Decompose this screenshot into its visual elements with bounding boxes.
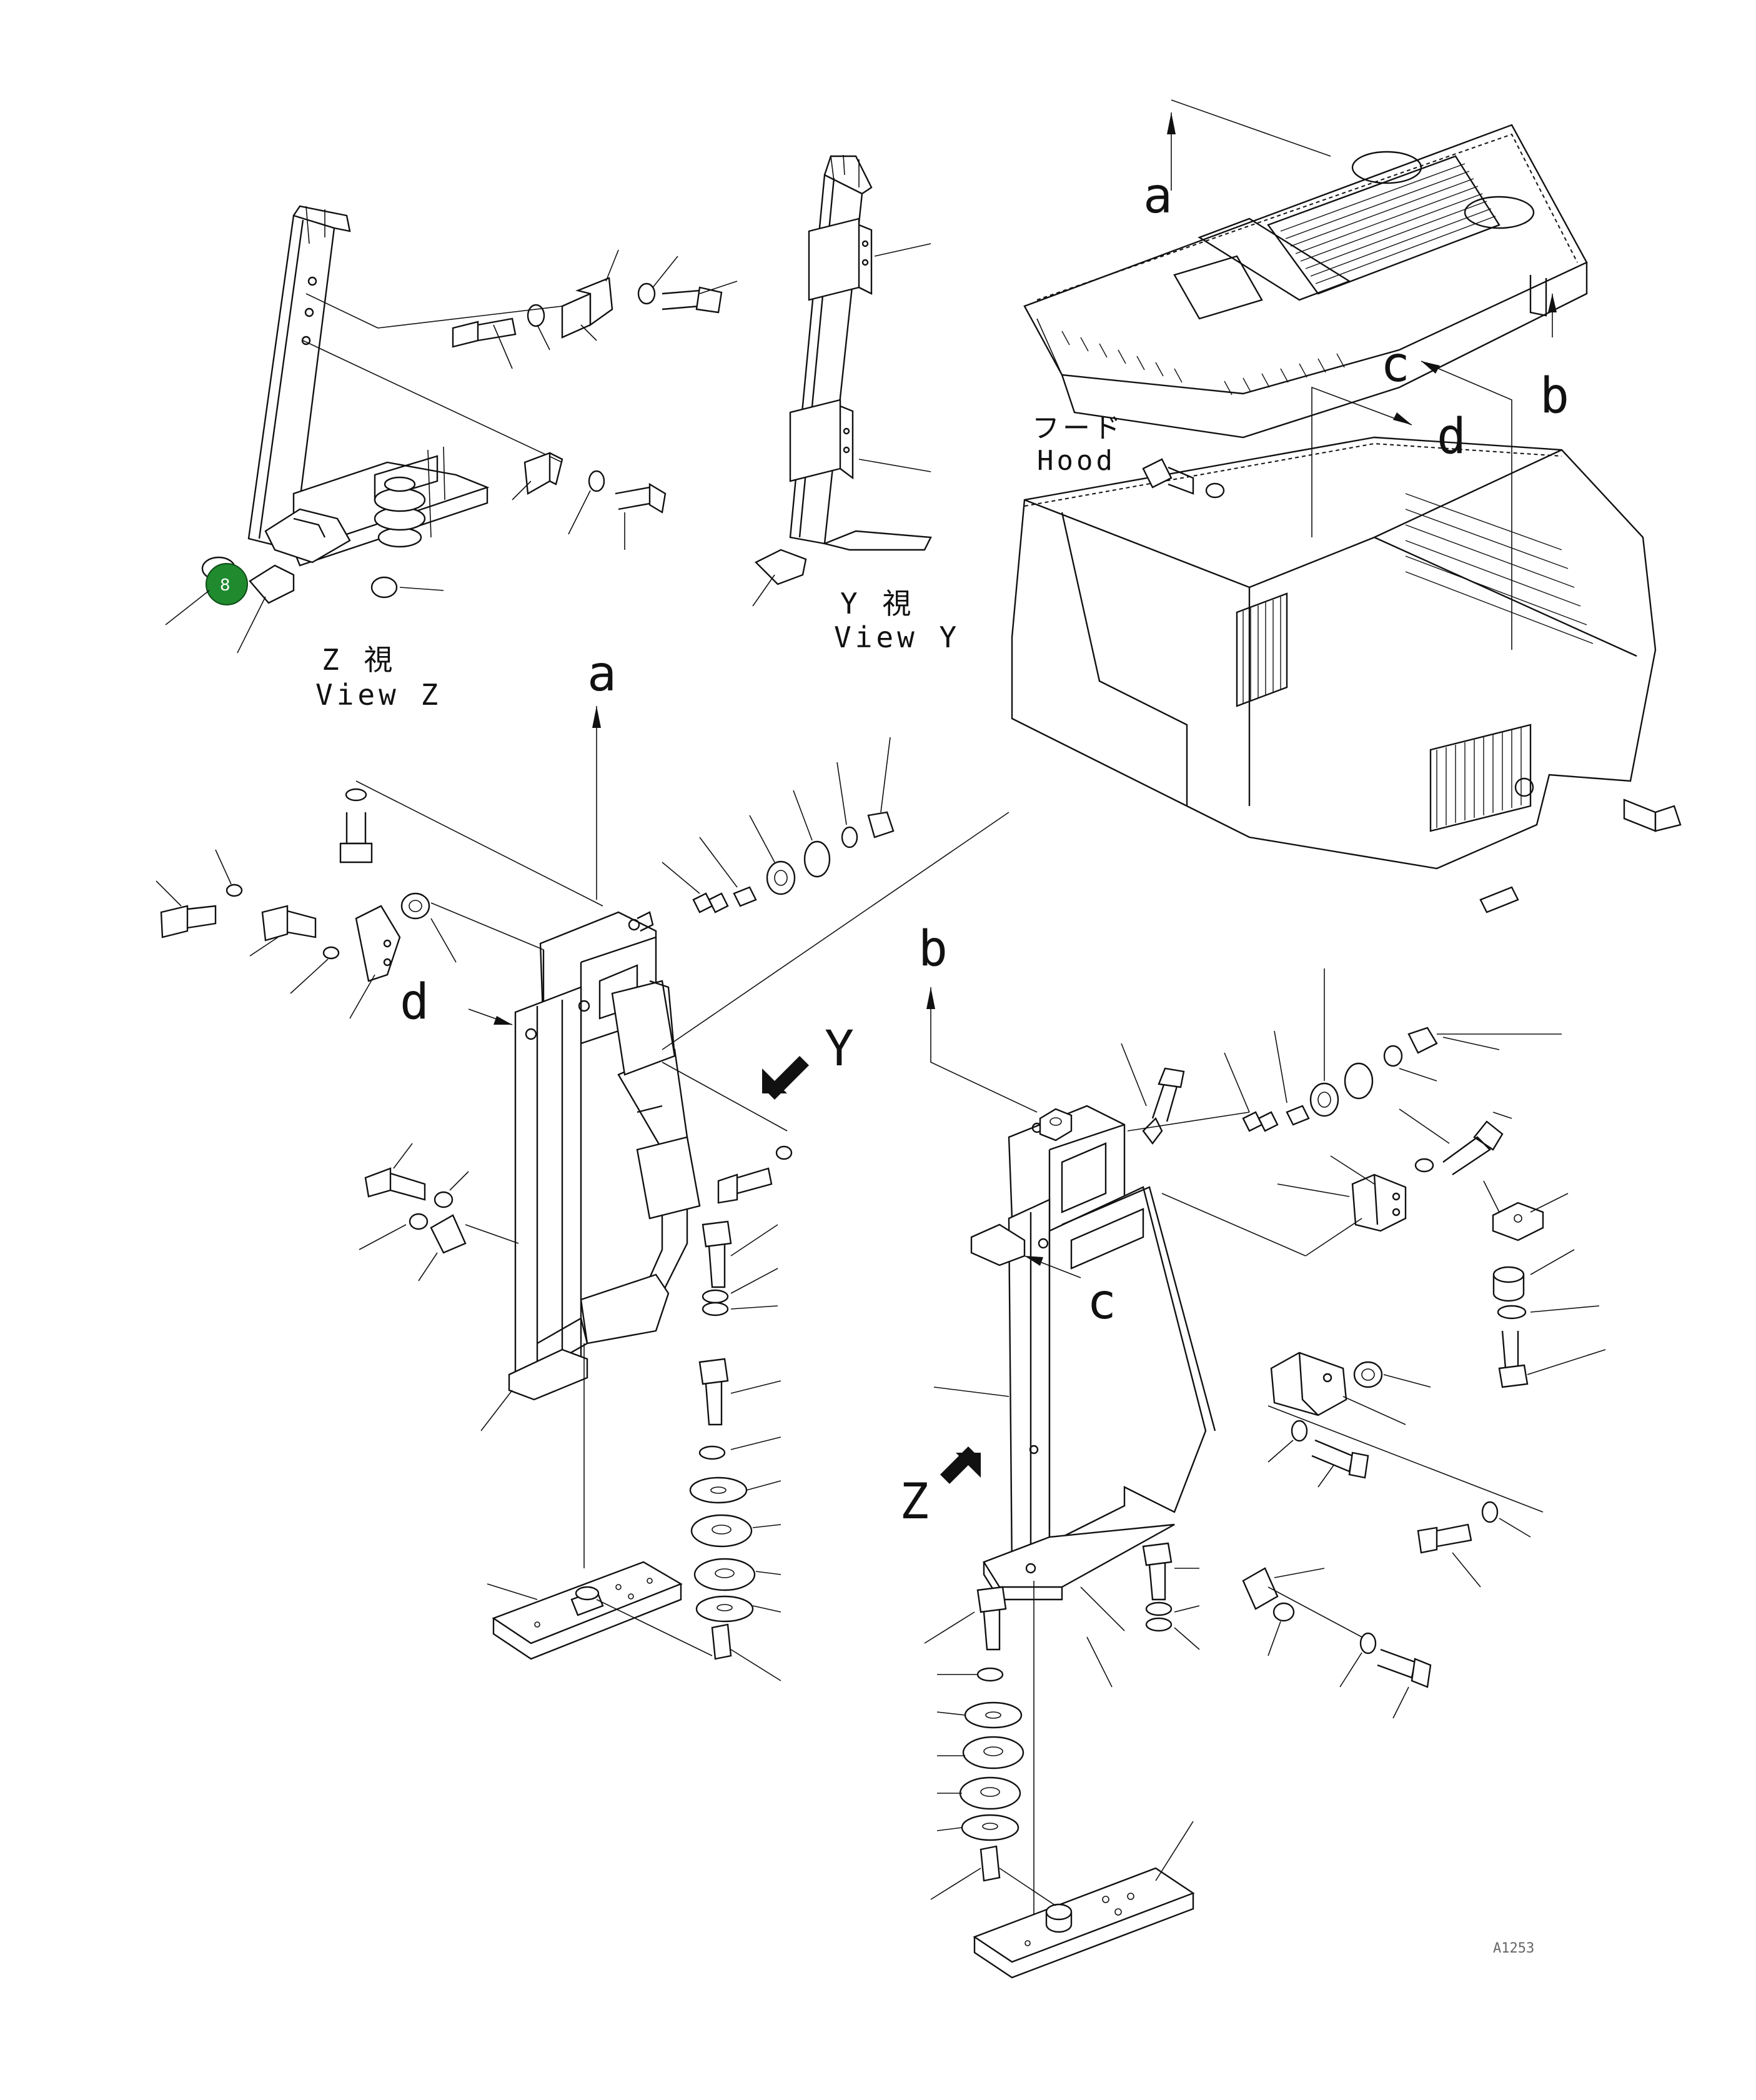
view-z-latch bbox=[249, 508, 351, 604]
right-bolt-upper bbox=[1442, 1120, 1504, 1175]
right-bracket-lower bbox=[1270, 1351, 1347, 1416]
view-y-caption: Y 視 View Y bbox=[834, 587, 960, 654]
hood-assembly bbox=[1011, 124, 1682, 913]
view-y-indicator: Y bbox=[762, 1021, 854, 1100]
view-y-jp: Y 視 bbox=[840, 587, 915, 620]
view-y-latch bbox=[754, 549, 807, 585]
left-clip bbox=[409, 1213, 467, 1254]
right-foot-stack bbox=[1142, 1542, 1173, 1632]
left-top-bolt bbox=[339, 788, 373, 863]
view-z-hinge-bracket bbox=[561, 277, 613, 339]
view-z-jp: Z 視 bbox=[322, 643, 396, 677]
left-stack-bolt bbox=[702, 1220, 732, 1288]
view-z-en: View Z bbox=[315, 678, 442, 712]
label-d-top: d bbox=[1437, 409, 1466, 465]
view-z-mount bbox=[374, 476, 426, 548]
left-frame-hinge-lower bbox=[636, 1136, 701, 1220]
hood-label: フード Hood bbox=[1032, 412, 1124, 477]
left-stack-top bbox=[692, 811, 895, 913]
view-y-detail bbox=[752, 154, 932, 607]
left-mount-stack bbox=[487, 1343, 781, 1681]
label-a-top: a bbox=[1143, 168, 1173, 224]
left-frame-hinge bbox=[611, 980, 676, 1076]
hood-front-bolt bbox=[1142, 458, 1225, 499]
view-y-hinge-lower bbox=[789, 399, 854, 482]
label-z-arrow: Z bbox=[900, 1474, 929, 1530]
ref-arrow-d-mid: d bbox=[400, 974, 513, 1030]
hood-side-louvres bbox=[1405, 493, 1594, 644]
view-z-bolt-right bbox=[662, 286, 723, 314]
view-z-indicator: Z bbox=[900, 1446, 981, 1530]
left-bracket bbox=[355, 905, 401, 982]
view-z-detail: 8 bbox=[165, 205, 738, 654]
right-stack-top bbox=[1242, 1027, 1438, 1132]
drawing-code: A1253 bbox=[1493, 1941, 1534, 1956]
ref-arrow-a-mid: a bbox=[587, 646, 617, 900]
label-y-arrow: Y bbox=[825, 1021, 854, 1077]
right-top-bolt bbox=[1142, 1067, 1185, 1145]
hood-label-en: Hood bbox=[1037, 445, 1116, 477]
ref-arrow-d-top: d bbox=[1311, 386, 1466, 537]
label-d-mid: d bbox=[400, 974, 429, 1030]
view-z-bolt-left bbox=[452, 317, 517, 348]
view-z-clip bbox=[523, 452, 563, 495]
view-y-en: View Y bbox=[834, 620, 960, 654]
label-a-mid: a bbox=[587, 646, 617, 702]
right-support-frame bbox=[970, 1105, 1216, 1601]
hood-inner-grille bbox=[1236, 592, 1288, 707]
label-b-top: b bbox=[1540, 368, 1569, 424]
left-grommet bbox=[400, 892, 430, 920]
ref-arrow-c-top: c bbox=[1381, 337, 1512, 650]
label-c-mid: c bbox=[1087, 1274, 1116, 1330]
hood-side-grille bbox=[1429, 724, 1532, 832]
left-bolt-b bbox=[261, 905, 317, 942]
right-hardware bbox=[1039, 968, 1606, 1719]
right-block bbox=[1492, 1202, 1544, 1242]
right-block-bolt bbox=[1498, 1330, 1529, 1388]
right-mount-stack bbox=[924, 1581, 1195, 1979]
right-hinge-bracket bbox=[1351, 1173, 1407, 1232]
hood-top-grille bbox=[1267, 155, 1501, 295]
label-c-top: c bbox=[1381, 337, 1410, 393]
hood-label-jp: フード bbox=[1032, 412, 1124, 444]
right-bolt-lower bbox=[1417, 1523, 1472, 1554]
right-nut bbox=[1039, 1108, 1073, 1142]
ref-arrow-b-mid: b bbox=[918, 921, 1038, 1113]
view-z-bolt-lower bbox=[615, 482, 667, 514]
left-side-bolt bbox=[717, 1145, 793, 1204]
left-support-frame bbox=[508, 911, 701, 1401]
right-mount-bolt bbox=[976, 1586, 1007, 1651]
callout-badge[interactable] bbox=[206, 563, 248, 605]
view-z-caption: Z 視 View Z bbox=[315, 643, 442, 712]
ref-arrow-b-top: b bbox=[1540, 294, 1569, 424]
callout-8[interactable]: 8 bbox=[201, 556, 248, 605]
left-hardware bbox=[156, 737, 895, 1431]
hood-side-bolt bbox=[1623, 799, 1682, 832]
left-lower-bolt bbox=[364, 1167, 426, 1201]
left-bolt-a bbox=[160, 905, 217, 938]
ref-arrow-a-top: a bbox=[1143, 99, 1331, 224]
right-foot-bolt bbox=[1377, 1648, 1432, 1688]
ref-arrow-c-mid: c bbox=[1024, 1255, 1116, 1330]
label-b-mid: b bbox=[918, 921, 948, 977]
left-mount-bolt bbox=[698, 1358, 729, 1426]
right-clip bbox=[1242, 1567, 1295, 1622]
right-bolt-mid bbox=[1311, 1439, 1369, 1479]
callout-number: 8 bbox=[220, 576, 231, 595]
view-y-hinge-upper bbox=[808, 217, 873, 301]
